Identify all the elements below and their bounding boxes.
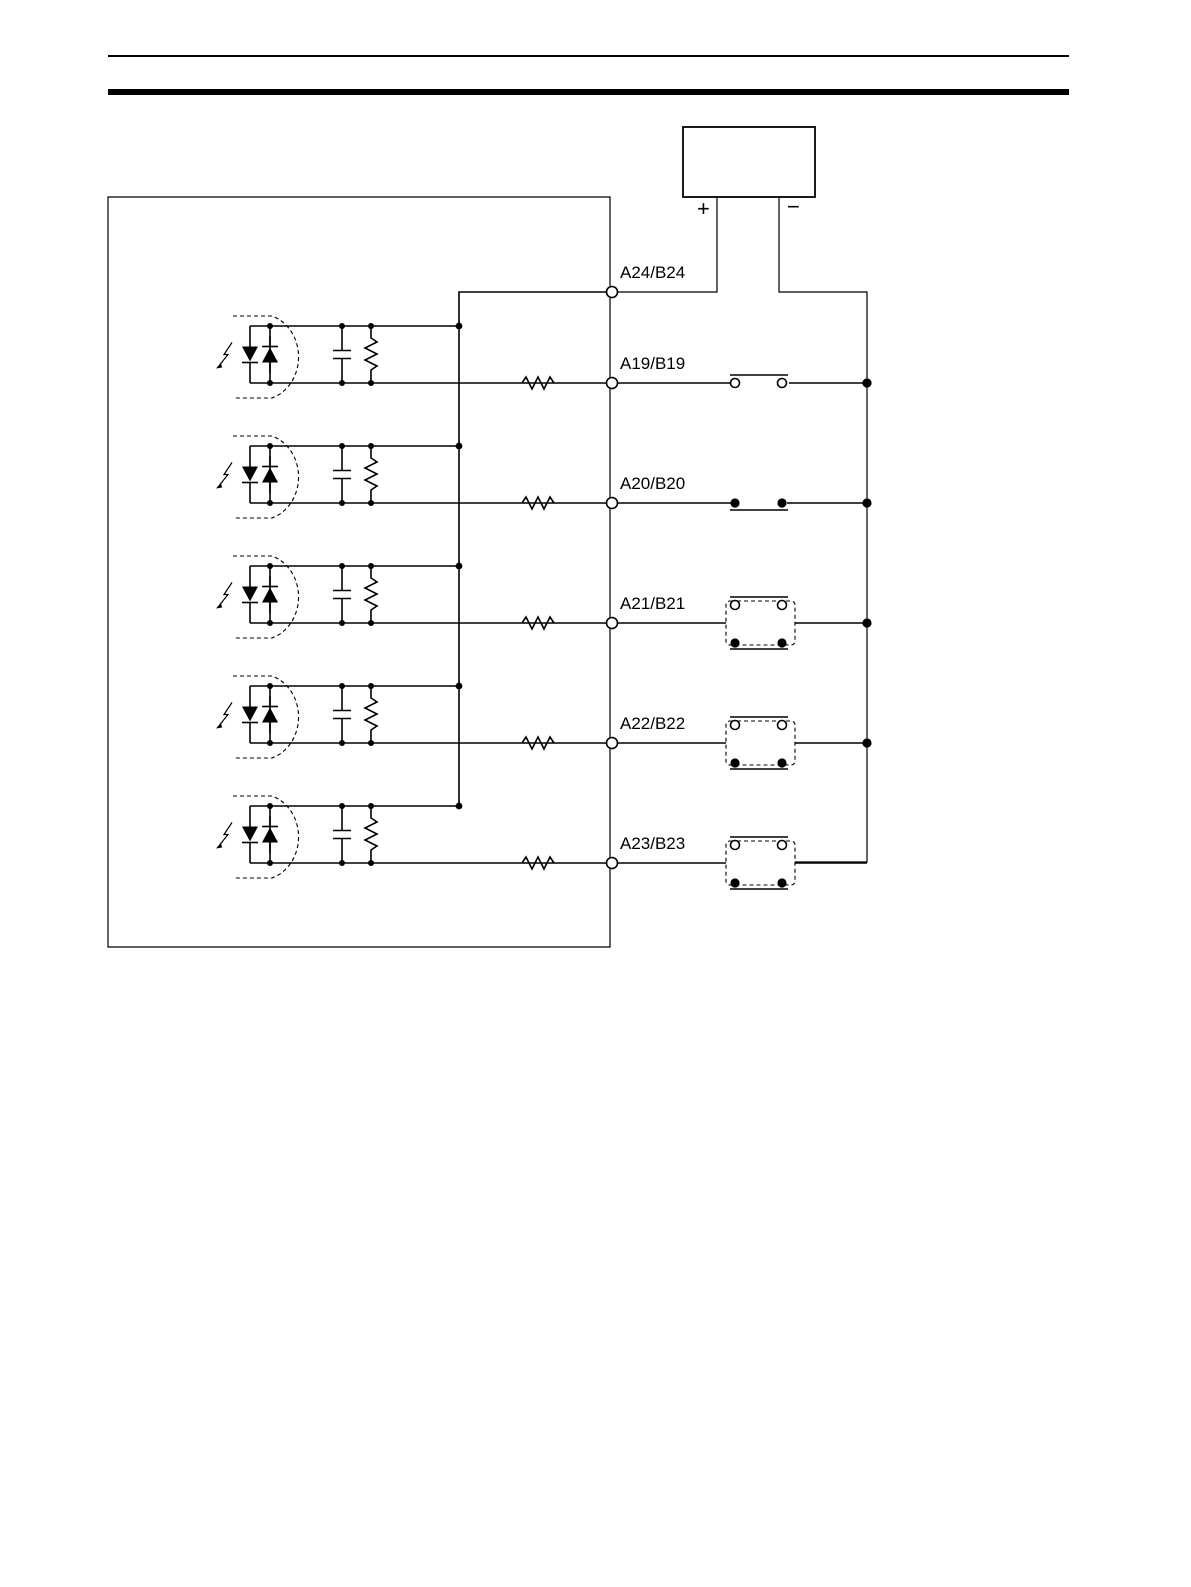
- terminal-label-common: A24/B24: [620, 263, 685, 282]
- input-1-internal-wire: [270, 326, 612, 383]
- input-4-bus-junction: [456, 683, 463, 690]
- resistor-parallel-2-icon: [365, 446, 377, 503]
- switch-2-contact: [777, 498, 786, 507]
- sensor-3-contact: [730, 638, 739, 647]
- capacitor-4-icon: [333, 711, 351, 719]
- switch-1-contact: [731, 379, 740, 388]
- sensor-4-contact: [731, 721, 740, 730]
- led-2-reverse-icon: [262, 468, 278, 483]
- terminal-1: [607, 378, 618, 389]
- bus-junction-2: [862, 498, 871, 507]
- input-4-internal-wire: [270, 686, 612, 743]
- led-2-forward-icon: [242, 467, 258, 482]
- sensor-3-contact: [777, 638, 786, 647]
- light-emission-4-arrow: [216, 723, 222, 729]
- negative-supply-wire: [779, 197, 867, 862]
- capacitor-5-icon: [333, 831, 351, 839]
- terminal-3: [607, 618, 618, 629]
- light-emission-5-arrow: [216, 843, 222, 849]
- power-supply-box: [683, 127, 815, 197]
- sensor-5-contact: [730, 878, 739, 887]
- switch-1-contact: [778, 379, 787, 388]
- terminal-4: [607, 738, 618, 749]
- light-emission-2-arrow: [216, 483, 222, 489]
- sensor-4-contact: [730, 758, 739, 767]
- light-emission-4-icon: [220, 703, 232, 725]
- resistor-parallel-5-icon: [365, 806, 377, 863]
- light-emission-5-icon: [220, 823, 232, 845]
- led-3-reverse-icon: [262, 588, 278, 603]
- input-3-internal-wire: [270, 566, 612, 623]
- terminal-label-2: A20/B20: [620, 474, 685, 493]
- power-supply-minus-sign: −: [787, 194, 800, 219]
- terminal-label-4: A22/B22: [620, 714, 685, 733]
- light-emission-3-icon: [220, 583, 232, 605]
- led-4-forward-icon: [242, 707, 258, 722]
- light-emission-1-arrow: [216, 363, 222, 369]
- led-1-reverse-icon: [262, 348, 278, 363]
- resistor-parallel-3-icon: [365, 566, 377, 623]
- sensor-5-contact: [777, 878, 786, 887]
- capacitor-1-icon: [333, 351, 351, 359]
- led-1-forward-icon: [242, 347, 258, 362]
- bus-junction-1: [862, 378, 871, 387]
- input-5-bus-junction: [456, 803, 463, 810]
- terminal-2: [607, 498, 618, 509]
- unit-enclosure: [108, 197, 610, 947]
- terminal-label-5: A23/B23: [620, 834, 685, 853]
- terminal-common: [607, 287, 618, 298]
- input-1-bus-junction: [456, 323, 463, 330]
- common-bus-wire: [459, 292, 612, 806]
- sensor-4-contact: [777, 758, 786, 767]
- resistor-parallel-1-icon: [365, 326, 377, 383]
- sensor-5-contact: [731, 841, 740, 850]
- led-3-forward-icon: [242, 587, 258, 602]
- input-3-bus-junction: [456, 563, 463, 570]
- led-5-forward-icon: [242, 827, 258, 842]
- light-emission-2-icon: [220, 463, 232, 485]
- input-5-internal-wire: [270, 806, 612, 863]
- resistor-parallel-4-icon: [365, 686, 377, 743]
- capacitor-3-icon: [333, 591, 351, 599]
- capacitor-2-icon: [333, 471, 351, 479]
- led-4-reverse-icon: [262, 708, 278, 723]
- light-emission-1-icon: [220, 343, 232, 365]
- sensor-5-contact: [778, 841, 787, 850]
- sensor-4-contact: [778, 721, 787, 730]
- switch-2-contact: [730, 498, 739, 507]
- terminal-5: [607, 858, 618, 869]
- light-emission-3-arrow: [216, 603, 222, 609]
- terminal-label-3: A21/B21: [620, 594, 685, 613]
- power-supply-plus-sign: +: [697, 196, 710, 221]
- terminal-label-1: A19/B19: [620, 354, 685, 373]
- input-2-internal-wire: [270, 446, 612, 503]
- sensor-3-contact: [731, 601, 740, 610]
- sensor-3-contact: [778, 601, 787, 610]
- input-2-bus-junction: [456, 443, 463, 450]
- led-5-reverse-icon: [262, 828, 278, 843]
